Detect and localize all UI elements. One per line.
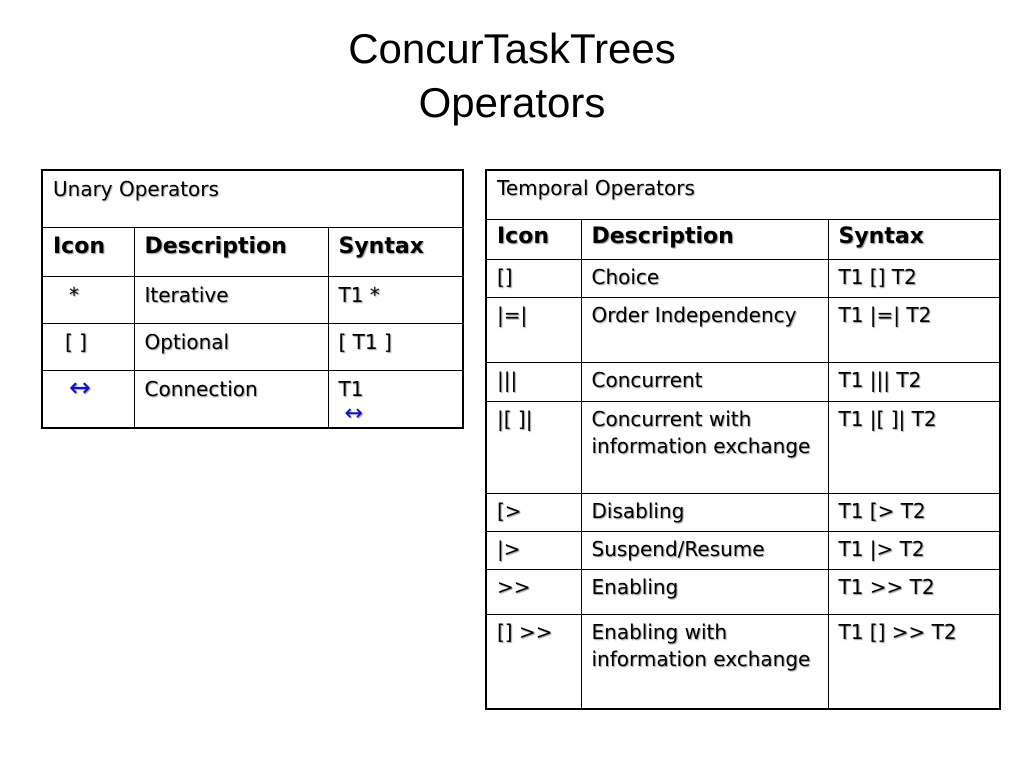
operator-description: Suspend/Resume: [580, 531, 829, 570]
operator-icon: |>: [485, 531, 582, 570]
operator-description: Order Independency: [580, 297, 829, 363]
table-header-row: Icon Description Syntax: [41, 227, 464, 277]
table-row: [ ] Optional [ T1 ]: [41, 323, 464, 371]
operator-syntax: T1: [338, 377, 364, 401]
double-arrow-icon: ↔: [344, 401, 363, 426]
table-header-row: Icon Description Syntax: [485, 219, 1001, 260]
operator-syntax: T1 |[ ]| T2: [827, 401, 1001, 494]
operator-syntax: T1 [] >> T2: [827, 614, 1001, 709]
header-description: Description: [580, 219, 829, 260]
slide-title: ConcurTaskTrees Operators: [0, 22, 1024, 130]
table-row: ||| Concurrent T1 ||| T2: [485, 362, 1001, 402]
operator-icon: [ ]: [41, 323, 135, 371]
table-row: |[ ]| Concurrent with information exchan…: [485, 401, 1001, 494]
unary-operators-table: Unary Operators Icon Description Syntax …: [41, 169, 465, 429]
header-syntax: Syntax: [827, 219, 1001, 260]
table-row: [] >> Enabling with information exchange…: [485, 614, 1001, 709]
operator-syntax: T1 *: [327, 276, 464, 324]
header-description: Description: [133, 227, 329, 277]
operator-icon: |||: [485, 362, 582, 402]
unary-caption: Unary Operators: [41, 169, 464, 228]
operator-icon: *: [41, 276, 135, 324]
table-row: >> Enabling T1 >> T2: [485, 569, 1001, 615]
operator-syntax: T1 [] T2: [827, 259, 1001, 298]
slide-title-line-1: ConcurTaskTrees: [348, 25, 676, 72]
operator-description: Iterative: [133, 276, 329, 324]
operator-icon: >>: [485, 569, 582, 615]
operator-description: Enabling: [580, 569, 829, 615]
operator-description: Disabling: [580, 493, 829, 532]
operator-syntax: T1 [> T2: [827, 493, 1001, 532]
operator-description: Connection: [133, 370, 329, 429]
operator-description: Enabling with information exchange: [580, 614, 829, 709]
table-row: * Iterative T1 *: [41, 276, 464, 324]
operator-syntax: T1 ||| T2: [827, 362, 1001, 402]
operator-syntax: [ T1 ]: [327, 323, 464, 371]
table-row: |=| Order Independency T1 |=| T2: [485, 297, 1001, 363]
operator-icon: []: [485, 259, 582, 298]
table-caption-row: Unary Operators: [41, 169, 464, 228]
operator-description: Optional: [133, 323, 329, 371]
header-icon: Icon: [485, 219, 582, 260]
operator-syntax: T1 |=| T2: [827, 297, 1001, 363]
table-row: ↔ Connection T1 ↔: [41, 370, 464, 429]
header-syntax: Syntax: [327, 227, 464, 277]
table-row: [> Disabling T1 [> T2: [485, 493, 1001, 532]
operator-icon: [>: [485, 493, 582, 532]
table-row: [] Choice T1 [] T2: [485, 259, 1001, 298]
operator-icon-cell: ↔: [41, 370, 135, 429]
operator-syntax-cell: T1 ↔: [327, 370, 464, 429]
operator-description: Choice: [580, 259, 829, 298]
table-row: |> Suspend/Resume T1 |> T2: [485, 531, 1001, 570]
operator-description: Concurrent with information exchange: [580, 401, 829, 494]
operator-icon: |[ ]|: [485, 401, 582, 494]
operator-description: Concurrent: [580, 362, 829, 402]
operator-icon: [] >>: [485, 614, 582, 709]
operator-syntax: T1 |> T2: [827, 531, 1001, 570]
table-caption-row: Temporal Operators: [485, 169, 1001, 220]
operator-icon: |=|: [485, 297, 582, 363]
temporal-caption: Temporal Operators: [485, 169, 1001, 220]
operator-syntax: T1 >> T2: [827, 569, 1001, 615]
slide-title-line-2: Operators: [418, 79, 606, 126]
double-arrow-icon: ↔: [69, 373, 91, 403]
header-icon: Icon: [41, 227, 135, 277]
temporal-operators-table: Temporal Operators Icon Description Synt…: [485, 169, 1002, 710]
